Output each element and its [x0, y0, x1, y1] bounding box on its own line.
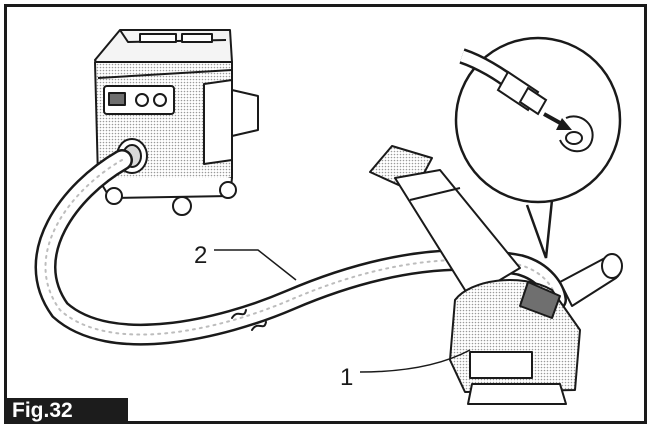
figure-frame — [4, 4, 647, 424]
callout-number-2: 2 — [194, 242, 208, 269]
callout-leaders — [214, 249, 471, 373]
grinder-with-guard — [369, 145, 623, 405]
callout-number-1: 1 — [340, 364, 354, 391]
insert-arrow-icon — [543, 112, 572, 130]
vacuum-cleaner — [94, 29, 259, 216]
figure-label: Fig.32 — [4, 398, 128, 424]
vacuum-hose — [34, 149, 567, 346]
detail-inset — [454, 36, 622, 259]
